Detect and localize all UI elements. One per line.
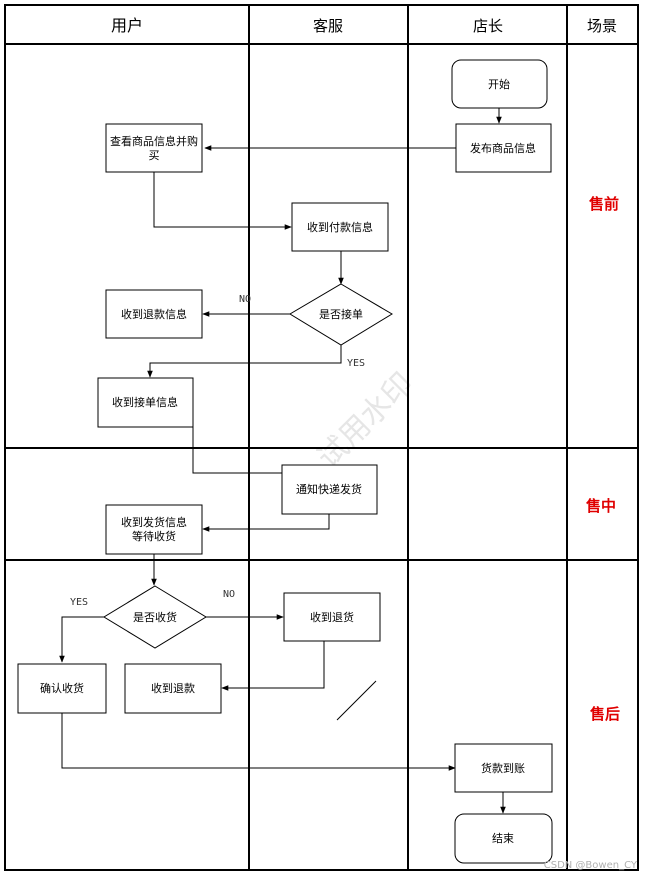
stray-line <box>336 680 377 721</box>
lane-header-service: 客服 <box>313 17 343 35</box>
edge-label-yes-2: YES <box>70 597 88 608</box>
node-accept-decision-label: 是否接单 <box>319 308 363 321</box>
phase-pre-sale: 售前 <box>589 195 619 213</box>
edge-label-no-2: NO <box>223 589 235 600</box>
lane-header-user: 用户 <box>111 16 143 35</box>
phase-after-sale: 售后 <box>590 705 620 723</box>
edge-confirm-payment <box>61 713 456 771</box>
node-refund-info-label: 收到退款信息 <box>121 307 187 321</box>
node-refund-received <box>124 663 222 714</box>
node-publish-label: 发布商品信息 <box>470 141 536 155</box>
node-order-info <box>97 377 194 428</box>
node-publish <box>455 123 552 173</box>
node-notify-ship-label: 通知快递发货 <box>296 482 362 496</box>
node-view-buy-label-1: 查看商品信息并购 <box>110 134 198 148</box>
node-refund-received-label: 收到退款 <box>151 681 195 695</box>
lane-header-scene: 场景 <box>587 17 617 35</box>
node-order-info-label: 收到接单信息 <box>112 395 178 409</box>
edge-receive-confirm <box>59 616 104 663</box>
edge-accept-orderinfo <box>147 345 342 378</box>
node-payment-received <box>454 743 553 793</box>
node-ship-info-label-2: 等待收货 <box>132 529 176 543</box>
node-payment-info-label: 收到付款信息 <box>307 220 373 234</box>
edge-return-refund <box>221 641 325 691</box>
node-receive-decision-label: 是否收货 <box>133 610 177 624</box>
edge-orderinfo-notify <box>192 427 297 491</box>
lane-grid <box>4 4 639 871</box>
edge-label-no-1: NO <box>239 294 251 305</box>
edge-notify-shipinfo <box>202 514 330 532</box>
node-payment-received-label: 货款到账 <box>481 761 525 775</box>
node-notify-ship <box>281 464 378 515</box>
node-payment-info <box>291 202 389 252</box>
node-ship-info <box>105 504 203 555</box>
node-return-goods <box>283 592 381 642</box>
lane-header-manager: 店长 <box>473 17 503 35</box>
node-start <box>451 59 548 109</box>
node-receive-decision <box>103 585 207 649</box>
node-start-label: 开始 <box>488 77 510 91</box>
node-confirm-receipt-label: 确认收货 <box>40 681 84 695</box>
node-end <box>454 813 553 864</box>
edge-label-yes-1: YES <box>347 358 365 369</box>
phase-in-sale: 售中 <box>586 497 616 515</box>
source-credit: CSDN @Bowen_CY <box>544 860 638 871</box>
node-view-buy-label-2: 买 <box>149 149 160 162</box>
node-confirm-receipt <box>17 663 107 714</box>
edge-view-payment <box>153 172 292 230</box>
node-view-buy <box>105 123 203 173</box>
node-ship-info-label-1: 收到发货信息 <box>121 515 187 529</box>
node-refund-info <box>105 289 203 339</box>
node-accept-decision <box>289 283 393 346</box>
watermark: 试用水印 <box>311 366 421 476</box>
connectors <box>59 108 506 814</box>
node-return-goods-label: 收到退货 <box>310 610 354 624</box>
node-end-label: 结束 <box>492 832 514 845</box>
